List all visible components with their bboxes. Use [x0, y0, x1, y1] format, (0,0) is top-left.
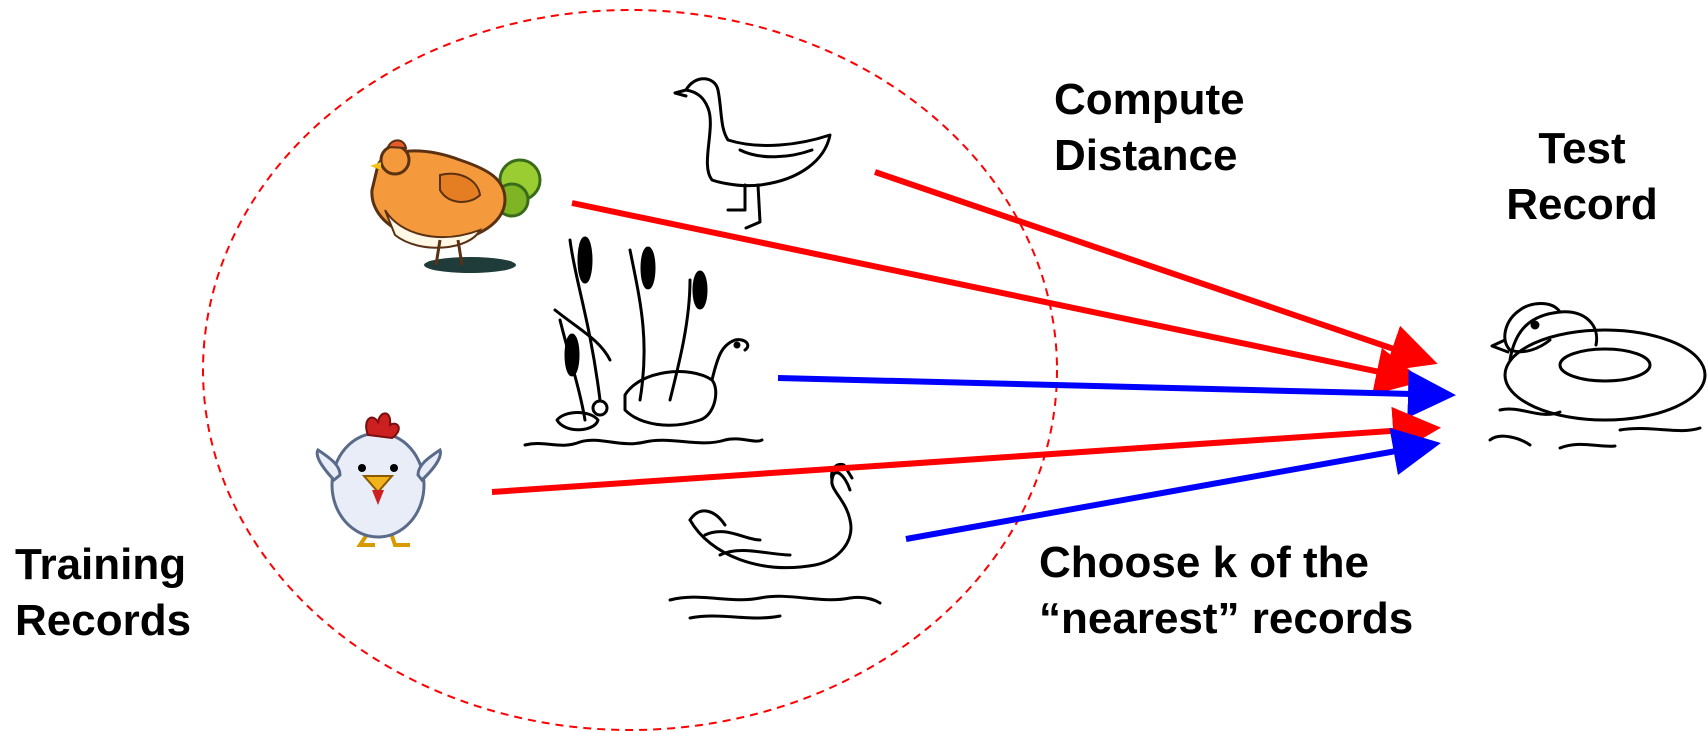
training-records-label: Training Records — [15, 537, 191, 649]
training-records-line-1: Training — [15, 540, 187, 589]
choose-k-line-2: “nearest” records — [1039, 594, 1414, 643]
swan-icon — [668, 462, 882, 620]
choose-k-label: Choose k of the “nearest” records — [1039, 535, 1413, 647]
goose-icon — [673, 77, 832, 230]
test-record-line-1: Test — [1538, 124, 1626, 173]
duck-float-icon — [1488, 302, 1707, 450]
rooster-icon — [370, 139, 542, 273]
training-records-line-2: Records — [15, 596, 192, 645]
test-record-line-2: Record — [1506, 180, 1658, 229]
nearest-arrow-swan — [905, 427, 1441, 542]
compute-distance-line-1: Compute — [1054, 75, 1245, 124]
choose-k-line-1: Choose k of the — [1039, 538, 1370, 587]
compute-distance-label: Compute Distance — [1054, 72, 1245, 184]
distance-arrow-goose — [874, 169, 1438, 372]
compute-distance-line-2: Distance — [1054, 131, 1238, 180]
nearest-arrow-ducks-in-reeds — [777, 369, 1456, 418]
test-record-label: Test Record — [1497, 121, 1667, 233]
training-set-boundary — [202, 9, 1058, 731]
ducks-in-reeds-icon — [523, 236, 764, 447]
distance-arrow-chick — [491, 406, 1441, 495]
chick-icon — [315, 412, 442, 547]
distance-arrow-rooster — [571, 200, 1424, 395]
